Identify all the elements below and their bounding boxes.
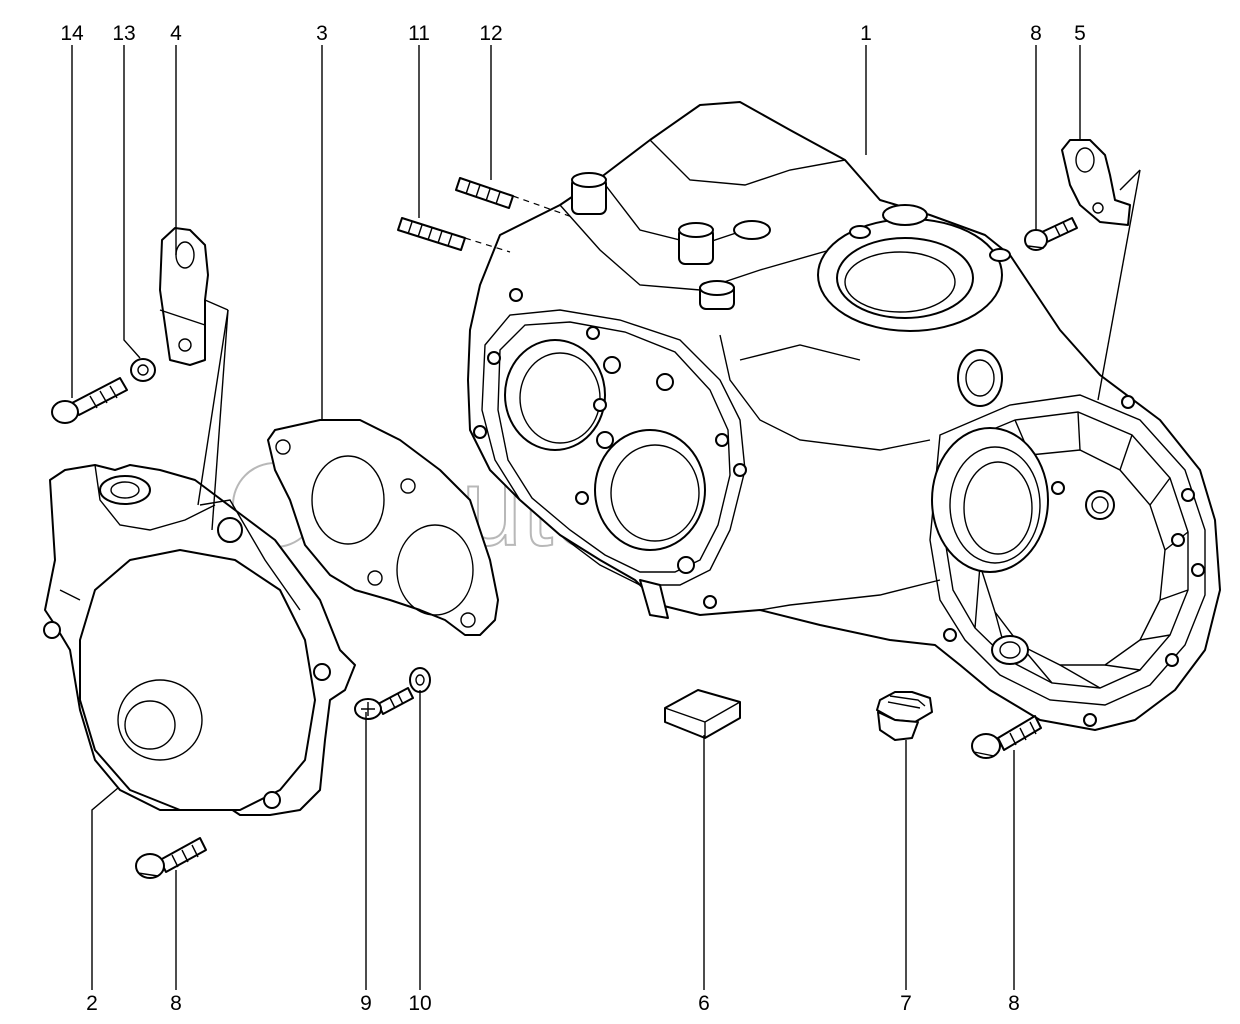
stud-12 xyxy=(455,177,514,209)
callout-6: 6 xyxy=(698,992,710,1015)
callout-8-bottom-left: 8 xyxy=(170,992,182,1015)
screw-9 xyxy=(354,687,414,720)
end-cover xyxy=(43,464,356,816)
leader-lines xyxy=(71,45,1081,990)
callout-10: 10 xyxy=(408,992,431,1015)
bolt-14 xyxy=(51,377,128,424)
callout-5: 5 xyxy=(1074,22,1086,45)
callout-9: 9 xyxy=(360,992,372,1015)
bolt-8-top xyxy=(1024,217,1078,251)
callout-1: 1 xyxy=(860,22,872,45)
callout-12: 12 xyxy=(479,22,502,45)
lifting-bracket-right xyxy=(1061,139,1131,226)
gearbox-housing xyxy=(467,101,1221,731)
callout-2: 2 xyxy=(86,992,98,1015)
callout-8-bottom-right: 8 xyxy=(1008,992,1020,1015)
callout-labels: 14 13 4 3 11 12 1 8 5 2 8 9 10 6 7 8 xyxy=(60,22,1086,1015)
lifting-bracket-left xyxy=(159,227,209,366)
callout-11: 11 xyxy=(408,22,430,45)
gasket xyxy=(267,419,499,636)
bolt-8-bottom-right xyxy=(971,715,1042,759)
callout-13: 13 xyxy=(112,22,135,45)
callout-14: 14 xyxy=(60,22,84,45)
lock-washer-10 xyxy=(409,667,431,693)
callout-7: 7 xyxy=(900,992,912,1015)
rubber-pad xyxy=(664,689,741,739)
callout-8-top: 8 xyxy=(1030,22,1042,45)
callout-3: 3 xyxy=(316,22,328,45)
assembly-lines xyxy=(197,169,1141,531)
washer-13 xyxy=(130,358,156,382)
drain-plug xyxy=(876,691,933,741)
bolt-8-bottom-left xyxy=(135,837,207,879)
callout-4: 4 xyxy=(170,22,182,45)
stud-11 xyxy=(397,217,466,251)
